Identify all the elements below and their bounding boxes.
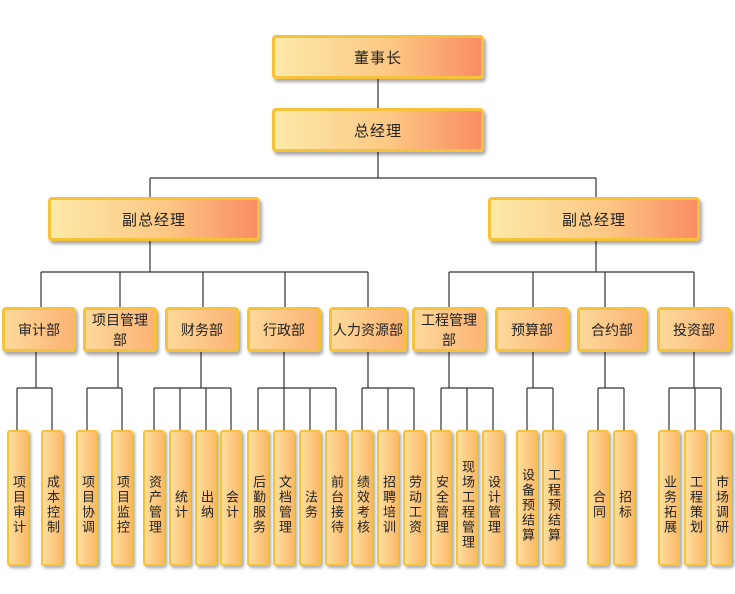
general-manager-box: 总经理: [272, 108, 484, 152]
deputy-manager-right-box: 副总经理: [488, 197, 700, 241]
unit-market-research: 市场调研: [710, 430, 732, 566]
unit-safety-management: 安全管理: [430, 430, 452, 566]
dept-audit: 审计部: [2, 307, 76, 352]
unit-project-coordination: 项目协调: [76, 430, 98, 566]
unit-reception: 前台接待: [325, 430, 347, 566]
unit-equipment-budget-settlement: 设备预结算: [516, 430, 538, 566]
dept-finance: 财务部: [165, 307, 239, 352]
unit-accounting: 会计: [220, 430, 242, 566]
unit-logistics-service: 后勤服务: [247, 430, 269, 566]
unit-project-audit: 项目审计: [7, 430, 29, 566]
dept-administration: 行政部: [247, 307, 321, 352]
unit-cashier: 出纳: [195, 430, 217, 566]
dept-engineering-management: 工程管理部: [412, 307, 486, 352]
unit-business-development: 业务拓展: [658, 430, 680, 566]
unit-site-engineering-management: 现场工程管理: [456, 430, 478, 566]
unit-statistics: 统计: [169, 430, 191, 566]
unit-legal: 法务: [299, 430, 321, 566]
chairman-box: 董事长: [272, 35, 484, 79]
deputy-manager-left-box: 副总经理: [48, 197, 260, 241]
unit-performance-appraisal: 绩效考核: [351, 430, 373, 566]
unit-contracts: 合同: [587, 430, 609, 566]
unit-design-management: 设计管理: [482, 430, 504, 566]
unit-bidding: 招标: [613, 430, 635, 566]
unit-engineering-planning: 工程策划: [684, 430, 706, 566]
dept-budget: 预算部: [495, 307, 569, 352]
unit-recruitment-training: 招聘培训: [377, 430, 399, 566]
unit-document-management: 文档管理: [273, 430, 295, 566]
dept-contracts: 合约部: [577, 307, 647, 352]
unit-labor-wages: 劳动工资: [403, 430, 425, 566]
dept-human-resources: 人力资源部: [329, 307, 407, 352]
dept-investment: 投资部: [657, 307, 731, 352]
dept-project-management: 项目管理部: [83, 307, 157, 352]
unit-asset-management: 资产管理: [143, 430, 165, 566]
unit-cost-control: 成本控制: [41, 430, 63, 566]
unit-engineering-budget-settlement: 工程预结算: [542, 430, 564, 566]
unit-project-monitoring: 项目监控: [111, 430, 133, 566]
